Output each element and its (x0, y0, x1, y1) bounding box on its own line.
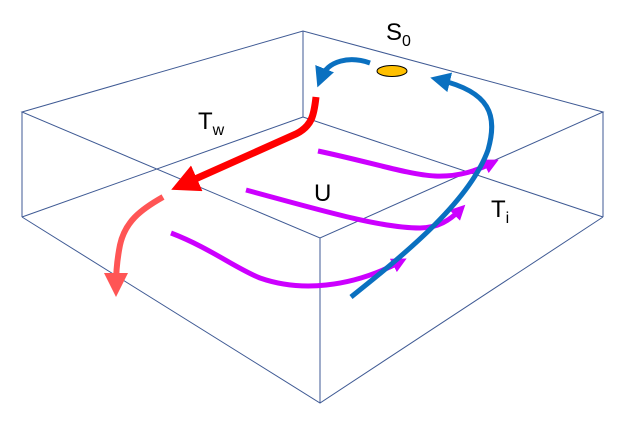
red-outflow-arrow (171, 96, 320, 192)
purple-flow-arrow-2 (245, 187, 466, 231)
source-s0-marker (376, 65, 408, 77)
label-s0: S0 (386, 19, 411, 50)
label-tw: Tw (198, 108, 225, 139)
box-bottom-front (21, 216, 604, 404)
purple-flow-arrow-3 (170, 230, 407, 289)
purple-flow-arrow-1 (317, 148, 499, 179)
blue-inflow-arrow (349, 72, 495, 299)
box-hidden-edges (21, 116, 604, 218)
box-outline (20, 30, 605, 404)
label-ti: Ti (491, 196, 509, 227)
blue-top-arrow (315, 57, 371, 88)
label-u: U (314, 180, 331, 207)
light-red-sinking-arrow (104, 194, 165, 297)
